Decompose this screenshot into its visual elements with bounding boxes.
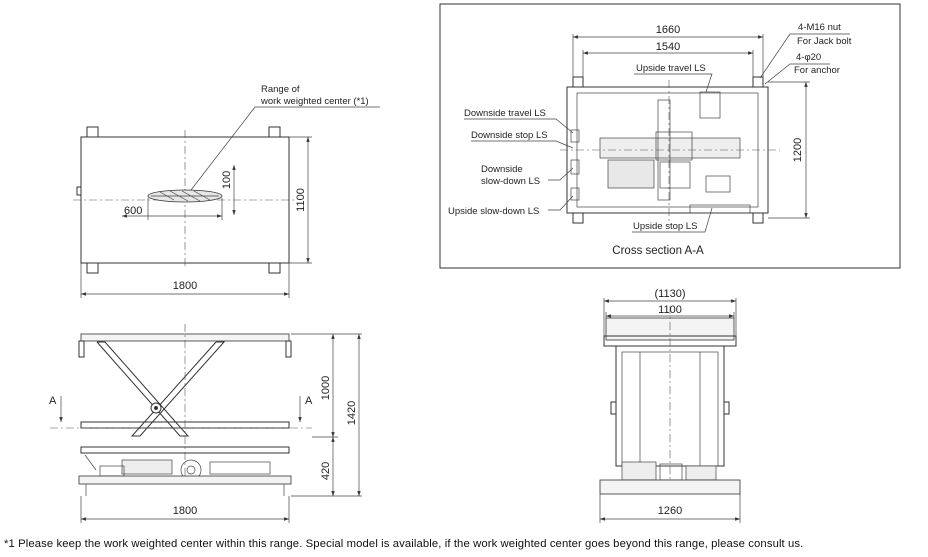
section-mark-left: A: [49, 395, 57, 407]
dim-end-table: 1100: [658, 304, 682, 316]
dim-total-height: 1420: [346, 401, 358, 425]
label-hole: 4-φ20: [796, 52, 821, 63]
range-leader-line: [190, 106, 380, 191]
dim-section-depth: 1200: [792, 138, 804, 162]
footnote: *1 Please keep the work weighted center …: [4, 538, 804, 550]
section-corner-brackets: [572, 76, 764, 224]
cross-section-caption: Cross section A-A: [612, 245, 704, 257]
dim-stroke: 1000: [320, 376, 332, 400]
label-upside-stop-ls: Upside stop LS: [633, 221, 697, 232]
cross-section-frame: [439, 3, 901, 269]
dim-section-outer: 1660: [656, 24, 680, 36]
label-upside-slowdown-ls: Upside slow-down LS: [448, 206, 539, 217]
label-nut-purpose: For Jack bolt: [797, 36, 852, 47]
cross-section-panel: 1660 1540 1200 4-M16 nut For Jack bolt 4…: [439, 3, 901, 269]
range-label-line1: Range of: [261, 84, 300, 95]
drive-unit: [84, 454, 271, 481]
label-downside-slowdown-1: Downside: [481, 164, 523, 175]
end-view-drive: [621, 461, 717, 481]
range-label-line2: work weighted center (*1): [260, 96, 369, 107]
end-view: (1130) 1100 1260: [599, 288, 741, 523]
top-view: Range of work weighted center (*1) 600 1…: [73, 84, 380, 298]
label-downside-stop-ls: Downside stop LS: [471, 130, 548, 141]
section-mechanism: [570, 91, 751, 214]
dim-top-width: 1800: [173, 280, 197, 292]
top-view-corner-brackets: [76, 126, 281, 274]
section-mark-right: A: [305, 395, 313, 407]
dim-end-base: 1260: [658, 505, 682, 517]
label-nut: 4-M16 nut: [798, 22, 841, 33]
side-view-base: [78, 475, 292, 485]
ellipse-hatch: [151, 190, 219, 202]
end-view-base: [599, 479, 741, 495]
dim-range-y: 100: [221, 171, 233, 189]
label-upside-travel-ls: Upside travel LS: [636, 63, 706, 74]
dim-side-width: 1800: [173, 505, 197, 517]
dim-top-depth: 1100: [295, 188, 307, 212]
label-downside-travel-ls: Downside travel LS: [464, 108, 546, 119]
side-view: A A 1000 420 1420: [49, 324, 362, 523]
dim-section-inner: 1540: [656, 41, 680, 53]
dim-range-x: 600: [124, 205, 142, 217]
dim-end-outer: (1130): [655, 288, 686, 300]
label-hole-purpose: For anchor: [794, 65, 840, 76]
label-downside-slowdown-2: slow-down LS: [481, 176, 540, 187]
dim-lowered-height: 420: [320, 462, 332, 480]
